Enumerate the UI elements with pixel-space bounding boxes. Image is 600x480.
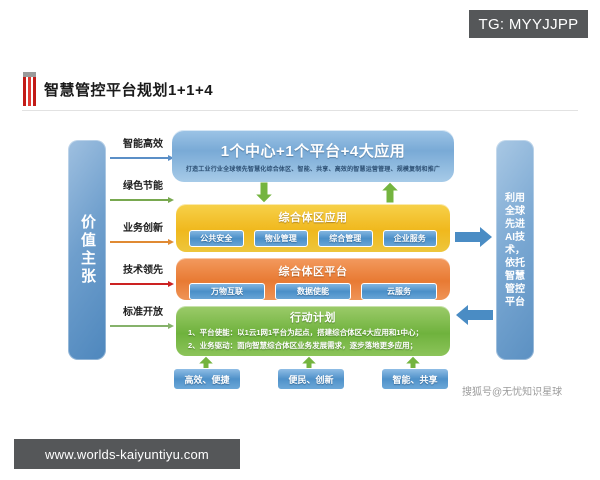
action-plan-band: 行动计划 1、平台使能：以1云1网1平台为起点，搭建综合体区4大应用和1中心； … [176, 306, 450, 356]
footer-url-badge: www.worlds-kaiyuntiyu.com [14, 439, 240, 469]
footer-url-label: www.worlds-kaiyuntiyu.com [45, 446, 209, 462]
action-plan-line: 1、平台使能：以1云1网1平台为起点，搭建综合体区4大应用和1中心； [188, 328, 424, 337]
value-item-label: 标准开放 [123, 307, 163, 318]
value-item-green-energy: 绿色节能 [110, 180, 176, 212]
action-plan-line: 2、业务驱动：面向智慧综合体区业务发展需求，逐步落地更多应用； [188, 341, 418, 350]
value-arrow-icon [110, 281, 176, 288]
chip-property-management[interactable]: 物业管理 [253, 230, 308, 247]
application-chip-list: 公共安全 物业管理 综合管理 企业服务 [176, 225, 450, 247]
value-item-standard-open: 标准开放 [110, 306, 176, 338]
value-proposition-label: 价值主张 [79, 214, 96, 286]
value-item-label: 绿色节能 [123, 181, 163, 192]
chip-cloud-service[interactable]: 云服务 [361, 283, 437, 300]
arrow-down-icon [253, 181, 275, 204]
value-item-technology-leading: 技术领先 [110, 264, 176, 296]
tg-watermark-label: TG: MYYJJPP [478, 15, 579, 33]
platform-band-title: 综合体区平台 [278, 266, 348, 278]
chip-integrated-management[interactable]: 综合管理 [318, 230, 373, 247]
value-proposition-pillar: 价值主张 [68, 140, 106, 360]
arrow-right-icon [455, 226, 493, 248]
value-arrow-icon [110, 239, 176, 246]
platform-chip-list: 万物互联 数据使能 云服务 [176, 279, 450, 300]
outcome-chip-people-oriented-innovation[interactable]: 便民、创新 [277, 368, 345, 390]
value-arrow-icon [110, 155, 176, 162]
ai-platform-label: 利用全球先进AI技术，依托智慧管控平台 [505, 192, 525, 308]
value-item-business-innovation: 业务创新 [110, 222, 176, 254]
title-divider [22, 110, 578, 111]
application-band: 综合体区应用 公共安全 物业管理 综合管理 企业服务 [176, 204, 450, 252]
value-arrow-icon [110, 197, 176, 204]
arrow-up-icon [379, 181, 401, 204]
arrow-left-icon [455, 304, 493, 326]
outcome-chip-intelligent-sharing[interactable]: 智能、共享 [381, 368, 449, 390]
value-item-label: 技术领先 [123, 265, 163, 276]
chip-enterprise-service[interactable]: 企业服务 [382, 230, 437, 247]
chip-data-enablement[interactable]: 数据使能 [275, 283, 351, 300]
tg-watermark-badge: TG: MYYJJPP [469, 10, 588, 38]
action-plan-title: 行动计划 [290, 312, 336, 324]
ai-platform-pillar: 利用全球先进AI技术，依托智慧管控平台 [496, 140, 534, 360]
page-title-row: 智慧管控平台规划1+1+4 [22, 72, 578, 106]
title-accent-mark-icon [22, 72, 36, 106]
value-arrow-icon [110, 323, 176, 330]
chip-public-safety[interactable]: 公共安全 [189, 230, 244, 247]
application-band-title: 综合体区应用 [278, 212, 348, 224]
value-item-label: 智能高效 [123, 139, 163, 150]
action-plan-list: 1、平台使能：以1云1网1平台为起点，搭建综合体区4大应用和1中心； 2、业务驱… [176, 325, 450, 352]
vision-subtitle: 打造工业行业全球领先智慧化综合体区、智能、共享、高效的智慧运营管理、规模复制和推… [185, 166, 441, 173]
strategy-diagram: 价值主张 智能高效 绿色节能 业务创新 技术领先 标准开放 1个中心+1个平台+… [0, 118, 600, 418]
value-item-intelligent-efficient: 智能高效 [110, 138, 176, 170]
source-watermark: 搜狐号@无忧知识星球 [462, 387, 563, 398]
value-item-label: 业务创新 [123, 223, 163, 234]
outcome-chip-efficient-convenient[interactable]: 高效、便捷 [173, 368, 241, 390]
vision-box: 1个中心+1个平台+4大应用 打造工业行业全球领先智慧化综合体区、智能、共享、高… [172, 130, 454, 182]
page-title: 智慧管控平台规划1+1+4 [44, 81, 214, 99]
vision-title: 1个中心+1个平台+4大应用 [220, 142, 406, 160]
chip-iot-connectivity[interactable]: 万物互联 [189, 283, 265, 300]
platform-band: 综合体区平台 万物互联 数据使能 云服务 [176, 258, 450, 300]
